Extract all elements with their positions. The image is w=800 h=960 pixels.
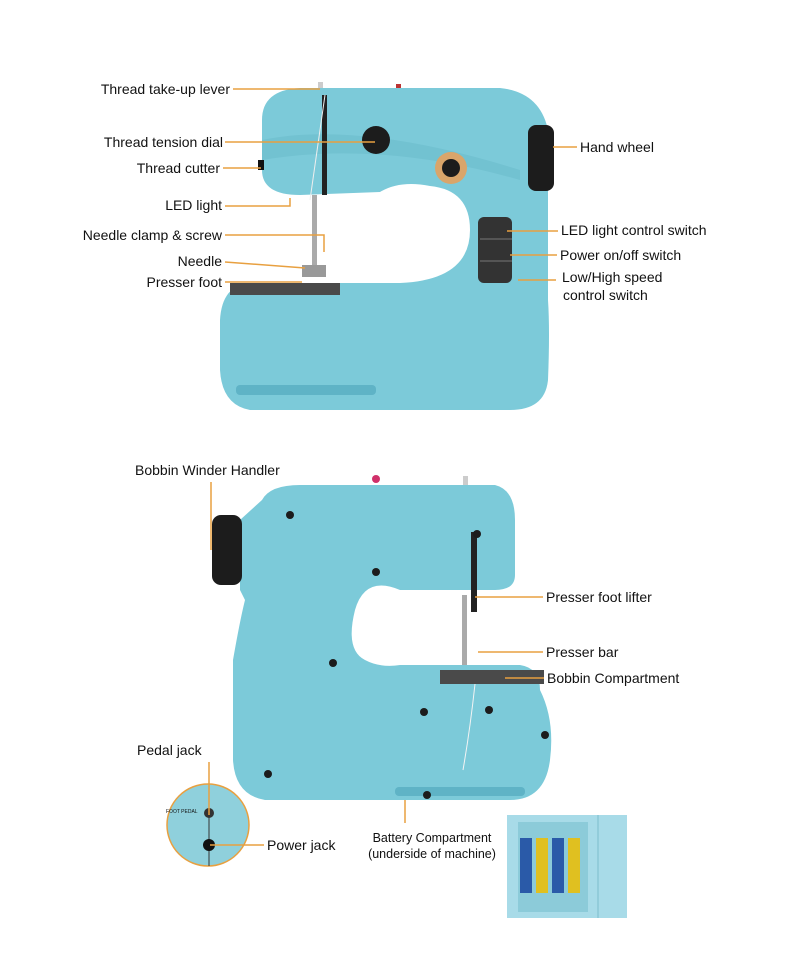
- bobbin-cover: [440, 670, 544, 684]
- led-center: [442, 159, 460, 177]
- label-hand-wheel: Hand wheel: [580, 139, 654, 155]
- inset-foot-pedal-text: FOOT PEDAL: [166, 809, 198, 815]
- label-thread-tension-dial: Thread tension dial: [103, 134, 223, 150]
- jack-inset: [166, 783, 250, 867]
- rear-body: [233, 485, 552, 800]
- label-pedal-jack: Pedal jack: [137, 742, 202, 758]
- tension-dial: [362, 126, 390, 154]
- label-battery-compartment: Battery Compartment: [372, 831, 492, 845]
- label-presser-foot-lifter: Presser foot lifter: [546, 589, 652, 605]
- battery-inset: [507, 815, 627, 918]
- presser-foot-part: [302, 265, 326, 277]
- label-presser-bar: Presser bar: [546, 644, 619, 660]
- label-led-light: LED light: [165, 197, 222, 213]
- needle-plate: [230, 283, 340, 295]
- rear-pin: [463, 476, 468, 490]
- label-presser-foot: Presser foot: [146, 274, 222, 290]
- rear-spool: [372, 475, 380, 483]
- screw-holes: [264, 511, 549, 799]
- presser-bar-shape: [462, 595, 467, 665]
- rear-base-slot: [395, 787, 525, 796]
- rear-view-machine: [212, 475, 552, 800]
- label-thread-cutter: Thread cutter: [136, 160, 220, 176]
- bobbin-winder-shape: [212, 515, 242, 585]
- take-up-slot: [322, 95, 327, 195]
- label-needle: Needle: [177, 253, 222, 269]
- label-power-jack: Power jack: [267, 837, 336, 853]
- label-needle-clamp: Needle clamp & screw: [82, 227, 222, 243]
- cutter-shape: [258, 160, 264, 170]
- switch-panel: [478, 217, 512, 283]
- label-battery-underside: (underside of machine): [368, 847, 496, 861]
- lifter-shape: [471, 532, 477, 612]
- label-led-switch: LED light control switch: [561, 222, 707, 238]
- label-thread-take-up-lever: Thread take-up lever: [100, 81, 230, 97]
- label-bobbin-compartment: Bobbin Compartment: [547, 670, 680, 686]
- hand-wheel-shape: [528, 125, 554, 191]
- label-speed-switch-line1: Low/High speed: [562, 269, 663, 285]
- label-speed-switch-line2: control switch: [563, 287, 648, 303]
- base-slot: [236, 385, 376, 395]
- label-power-switch: Power on/off switch: [560, 247, 682, 263]
- side-view-machine: [220, 82, 554, 410]
- rear-leader-lines: [208, 482, 544, 846]
- label-bobbin-winder: Bobbin Winder Handler: [135, 462, 280, 478]
- power-jack-hole: [203, 839, 215, 851]
- side-leader-lines: [223, 88, 577, 283]
